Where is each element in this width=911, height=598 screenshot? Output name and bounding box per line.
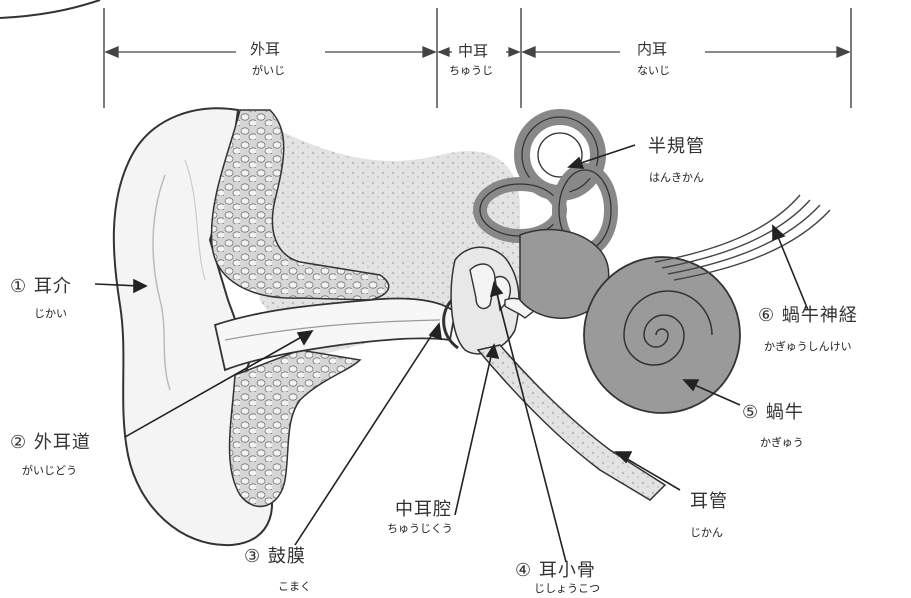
section-outer-title: 外耳 [250, 38, 280, 59]
label-ear-canal-reading: がいじどう [22, 462, 77, 478]
label-cochlea-reading: かぎゅう [760, 434, 804, 450]
section-middle-reading: ちゅうじ [449, 62, 493, 78]
label-auricle-reading: じかい [34, 305, 67, 321]
label-semicircular-canals-title: 半規管 [648, 132, 705, 158]
label-cochlear-nerve-reading: かぎゅうしんけい [764, 338, 852, 354]
cochlea-shape [584, 257, 740, 413]
label-eustachian-tube-reading: じかん [690, 524, 723, 540]
label-middle-ear-cavity-title: 中耳腔 [395, 495, 452, 521]
section-inner-reading: ないじ [637, 62, 670, 78]
label-ossicles-title: ④ 耳小骨 [515, 556, 596, 582]
label-middle-ear-cavity-reading: ちゅうじくう [387, 520, 453, 536]
label-auricle-title: ① 耳介 [10, 272, 72, 298]
speech-bubble-edge [0, 0, 100, 18]
label-ear-canal-title: ② 外耳道 [10, 428, 91, 454]
section-middle-title: 中耳 [458, 40, 488, 61]
cartilage-lower [230, 350, 360, 506]
label-cochlear-nerve-title: ⑥ 蝸牛神経 [758, 301, 858, 327]
label-eardrum-title: ③ 鼓膜 [244, 542, 306, 568]
section-inner-title: 内耳 [637, 38, 667, 59]
section-outer-reading: がいじ [252, 62, 285, 78]
label-ossicles-reading: じしょうこつ [534, 580, 600, 596]
label-cochlea-title: ⑤ 蝸牛 [742, 398, 804, 424]
label-eardrum-reading: こまく [278, 578, 311, 594]
label-semicircular-canals-reading: はんきかん [649, 169, 704, 185]
label-eustachian-tube-title: 耳管 [690, 487, 728, 513]
